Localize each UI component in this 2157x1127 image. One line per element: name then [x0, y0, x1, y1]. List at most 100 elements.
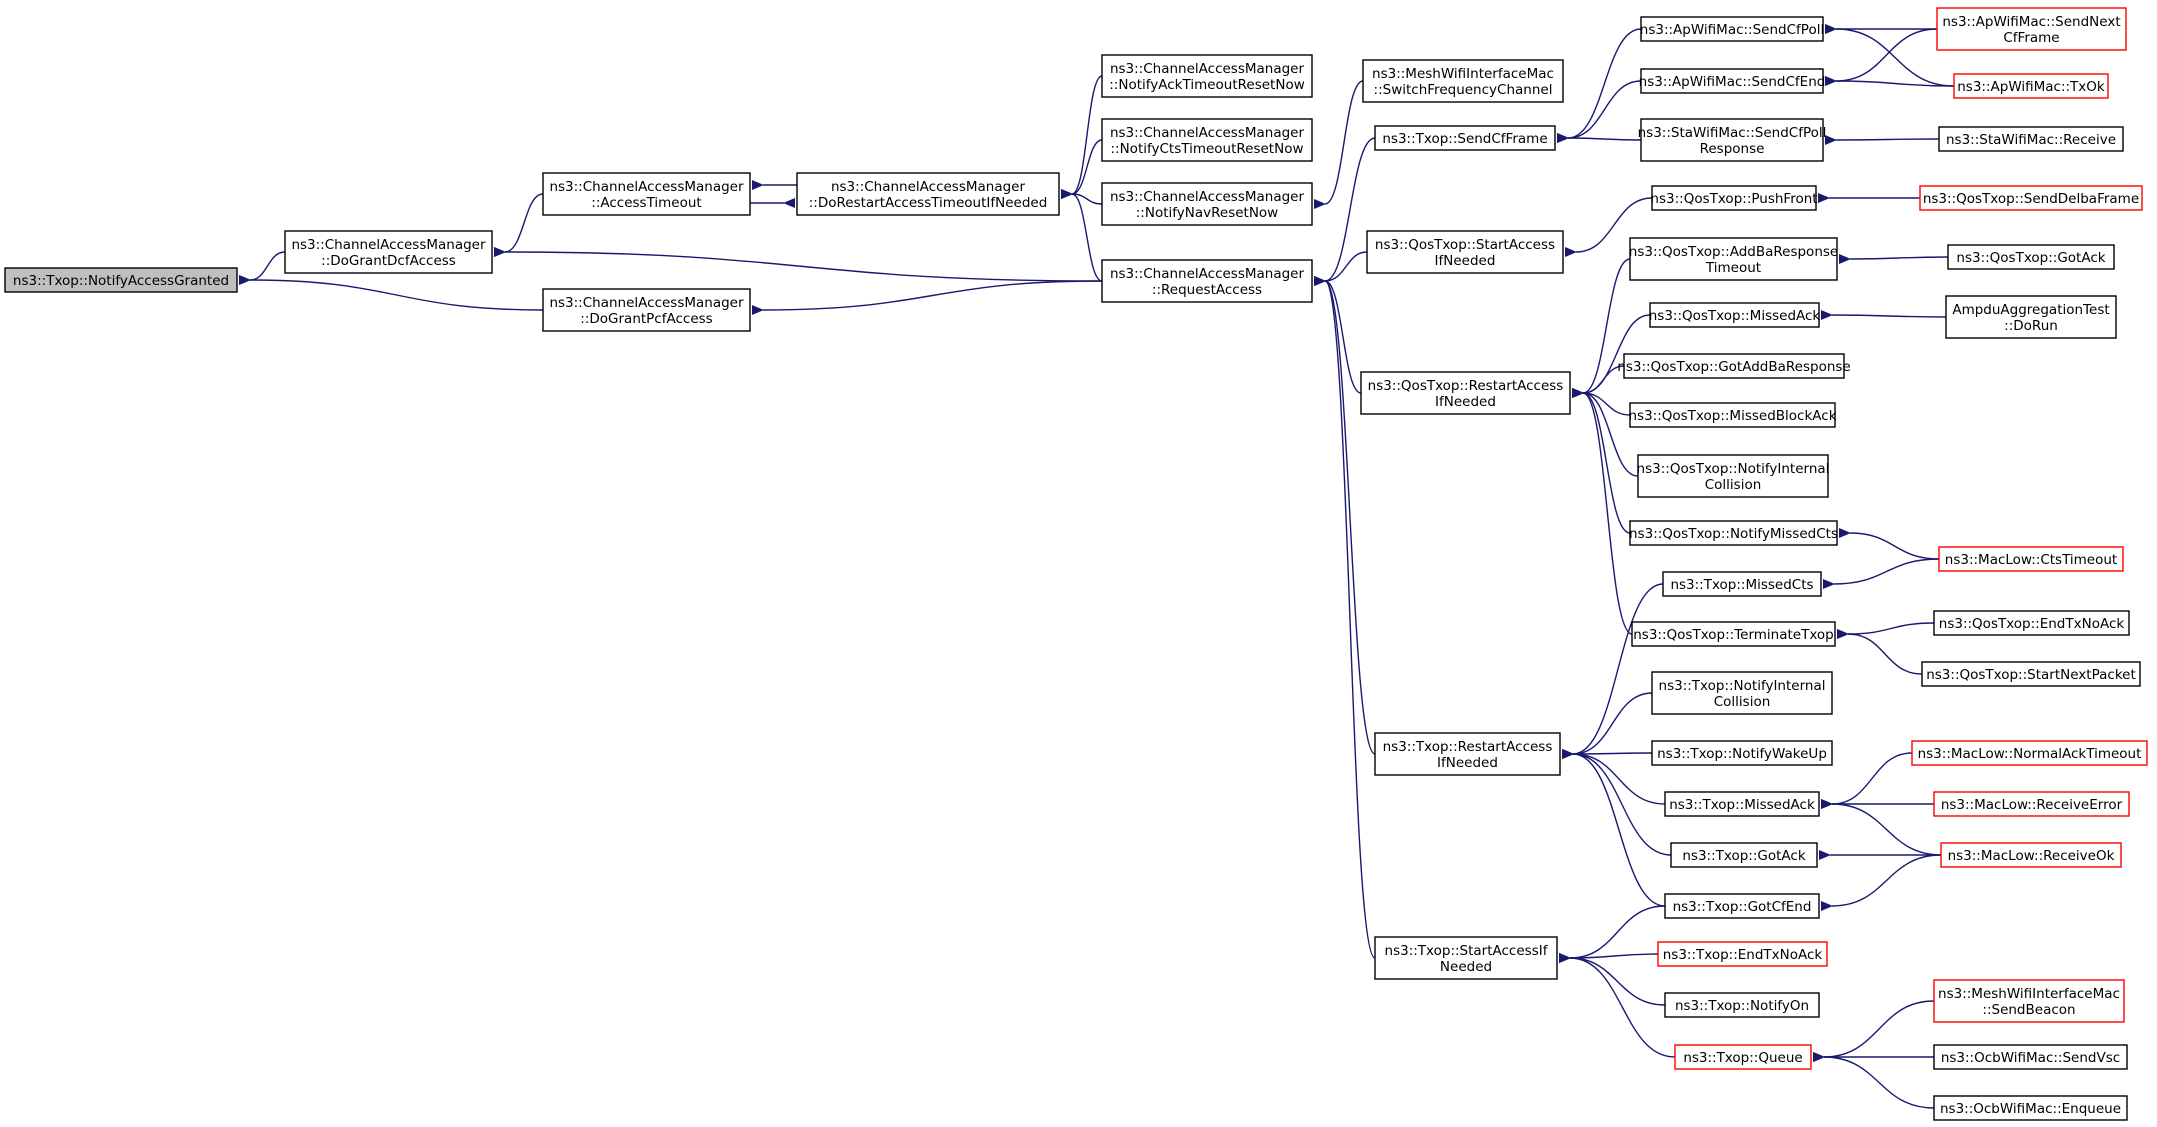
- node-ocbSendVsc[interactable]: ns3::OcbWifiMac::SendVsc: [1933, 1044, 2128, 1070]
- node-box: [1629, 402, 1836, 428]
- node-label-line: IfNeeded: [1435, 253, 1496, 269]
- node-doGrantPcf[interactable]: ns3::ChannelAccessManager::DoGrantPcfAcc…: [542, 288, 751, 332]
- node-macCtsTimeout[interactable]: ns3::MacLow::CtsTimeout: [1938, 546, 2124, 572]
- edge-line: [1836, 622, 1935, 640]
- node-ocbEnqueue[interactable]: ns3::OcbWifiMac::Enqueue: [1933, 1095, 2128, 1121]
- node-notifyNav[interactable]: ns3::ChannelAccessManager::NotifyNavRese…: [1101, 182, 1313, 226]
- edge-line: [1820, 752, 1913, 810]
- edge-line: [1822, 558, 1940, 590]
- call-edge-staReceive-to-staSendCfPoll: [1824, 135, 1940, 146]
- node-qosGotAck[interactable]: ns3::QosTxop::GotAck: [1947, 244, 2115, 270]
- node-apSendCfPoll[interactable]: ns3::ApWifiMac::SendCfPoll: [1640, 16, 1824, 42]
- edge-line: [1571, 258, 1631, 399]
- node-qosMissedAck[interactable]: ns3::QosTxop::MissedAck: [1649, 302, 1821, 328]
- node-txopQueue[interactable]: ns3::Txop::Queue: [1674, 1044, 1812, 1070]
- call-edge-txopNotifyOn-to-txopStartAccess: [1558, 952, 1666, 1006]
- node-doRestart[interactable]: ns3::ChannelAccessManager::DoRestartAcce…: [796, 172, 1060, 216]
- node-label-line: CfFrame: [2003, 30, 2059, 46]
- edge-line: [751, 280, 1103, 316]
- node-label-line: ::NotifyAckTimeoutResetNow: [1109, 77, 1305, 93]
- node-macReceiveError[interactable]: ns3::MacLow::ReceiveError: [1933, 791, 2130, 817]
- node-macNormalAck[interactable]: ns3::MacLow::NormalAckTimeout: [1911, 740, 2148, 766]
- node-box: [1936, 7, 2127, 51]
- node-box: [542, 288, 751, 332]
- call-edge-staSendCfPoll-to-sendCfFrame: [1556, 132, 1642, 143]
- node-sendCfFrame[interactable]: ns3::Txop::SendCfFrame: [1374, 125, 1556, 151]
- node-qosPushFront[interactable]: ns3::QosTxop::PushFront: [1650, 185, 1818, 211]
- node-box: [1921, 661, 2141, 687]
- node-meshSwitch[interactable]: ns3::MeshWifiInterfaceMac::SwitchFrequen…: [1362, 59, 1564, 103]
- node-doGrantDcf[interactable]: ns3::ChannelAccessManager::DoGrantDcfAcc…: [284, 230, 493, 274]
- node-label-line: ns3::Txop::RestartAccess: [1383, 739, 1553, 755]
- node-txopGotAck[interactable]: ns3::Txop::GotAck: [1670, 842, 1818, 868]
- node-meshSendBeacon[interactable]: ns3::MeshWifiInterfaceMac::SendBeacon: [1933, 979, 2125, 1023]
- edge-line: [1561, 749, 1653, 760]
- node-qosEndTxNoAck[interactable]: ns3::QosTxop::EndTxNoAck: [1933, 610, 2130, 636]
- node-txopMissedAck[interactable]: ns3::Txop::MissedAck: [1664, 791, 1820, 817]
- call-edge-txopNotifyWakeUp-to-txopRestart: [1561, 749, 1653, 760]
- node-label-line: ns3::QosTxop::StartAccess: [1375, 237, 1555, 253]
- node-qosMissedBlockAck[interactable]: ns3::QosTxop::MissedBlockAck: [1628, 402, 1837, 428]
- node-label-line: ns3::QosTxop::MissedAck: [1649, 308, 1821, 324]
- node-apTxOk[interactable]: ns3::ApWifiMac::TxOk: [1953, 73, 2109, 99]
- node-qosStartNext[interactable]: ns3::QosTxop::StartNextPacket: [1921, 661, 2141, 687]
- node-label-line: ns3::ApWifiMac::SendCfPoll: [1640, 22, 1824, 38]
- node-txopGotCfEnd[interactable]: ns3::Txop::GotCfEnd: [1664, 893, 1820, 919]
- node-notifyAck[interactable]: ns3::ChannelAccessManager::NotifyAckTime…: [1101, 54, 1313, 98]
- node-macReceiveOk[interactable]: ns3::MacLow::ReceiveOk: [1940, 842, 2122, 868]
- call-edge-meshSendBeacon-to-txopQueue: [1812, 1000, 1935, 1063]
- node-qosSendDelba[interactable]: ns3::QosTxop::SendDelbaFrame: [1919, 185, 2143, 211]
- node-box: [1640, 16, 1824, 42]
- edge-line: [1571, 387, 1633, 635]
- node-label-line: ns3::QosTxop::MissedBlockAck: [1628, 408, 1836, 424]
- node-txopNotifyWakeUp[interactable]: ns3::Txop::NotifyWakeUp: [1651, 740, 1833, 766]
- node-apSendCfEnd[interactable]: ns3::ApWifiMac::SendCfEnd: [1639, 68, 1826, 94]
- node-staReceive[interactable]: ns3::StaWifiMac::Receive: [1938, 126, 2124, 152]
- node-qosNotifyMissedCts[interactable]: ns3::QosTxop::NotifyMissedCts: [1629, 520, 1838, 546]
- call-edge-apTxOk-to-apSendCfEnd: [1824, 75, 1955, 87]
- node-ampdu[interactable]: AmpduAggregationTest::DoRun: [1945, 295, 2117, 339]
- edge-line: [1571, 365, 1625, 399]
- node-label-line: ns3::Txop::StartAccessIf: [1385, 943, 1549, 959]
- node-box: [1101, 259, 1313, 303]
- call-edge-qosGotAddBa-to-qosRestart: [1571, 365, 1625, 399]
- node-label-line: ns3::ChannelAccessManager: [549, 179, 744, 195]
- node-box: [1947, 244, 2115, 270]
- node-label-line: ns3::MacLow::ReceiveOk: [1948, 848, 2115, 864]
- node-label-line: ns3::ApWifiMac::TxOk: [1957, 79, 2105, 95]
- node-root[interactable]: ns3::Txop::NotifyAccessGranted: [4, 267, 238, 293]
- node-accessTimeout[interactable]: ns3::ChannelAccessManager::AccessTimeout: [542, 172, 751, 216]
- node-label-line: ns3::MeshWifiInterfaceMac: [1938, 986, 2120, 1002]
- node-box: [1101, 54, 1313, 98]
- node-requestAccess[interactable]: ns3::ChannelAccessManager::RequestAccess: [1101, 259, 1313, 303]
- node-qosTerminate[interactable]: ns3::QosTxop::TerminateTxop: [1631, 621, 1836, 647]
- call-edge-txopGotCfEnd-to-txopStartAccess: [1558, 905, 1666, 964]
- node-txopNotifyOn[interactable]: ns3::Txop::NotifyOn: [1664, 992, 1820, 1018]
- edge-line: [1060, 75, 1103, 200]
- node-txopMissedCts[interactable]: ns3::Txop::MissedCts: [1662, 571, 1822, 597]
- call-edge-ampdu-to-qosMissedAck: [1820, 309, 1947, 320]
- node-box: [284, 230, 493, 274]
- node-qosGotAddBa[interactable]: ns3::QosTxop::GotAddBaResponse: [1617, 353, 1851, 379]
- node-label-line: ::RequestAccess: [1152, 282, 1262, 298]
- node-txopEndTxNoAck[interactable]: ns3::Txop::EndTxNoAck: [1657, 941, 1828, 967]
- call-edge-txopGotAck-to-txopRestart: [1561, 748, 1672, 856]
- call-edge-requestAccess-to-doRestart: [1060, 188, 1103, 282]
- call-edge-macReceiveOk-to-txopGotCfEnd: [1820, 854, 1942, 912]
- edge-line: [1558, 953, 1659, 964]
- node-label-line: ns3::QosTxop::GotAck: [1956, 250, 2105, 266]
- node-label-line: ns3::Txop::NotifyWakeUp: [1657, 746, 1827, 762]
- node-label-line: IfNeeded: [1435, 394, 1496, 410]
- node-box: [1362, 59, 1564, 103]
- node-notifyCts[interactable]: ns3::ChannelAccessManager::NotifyCtsTime…: [1101, 118, 1313, 162]
- node-box: [1360, 371, 1571, 415]
